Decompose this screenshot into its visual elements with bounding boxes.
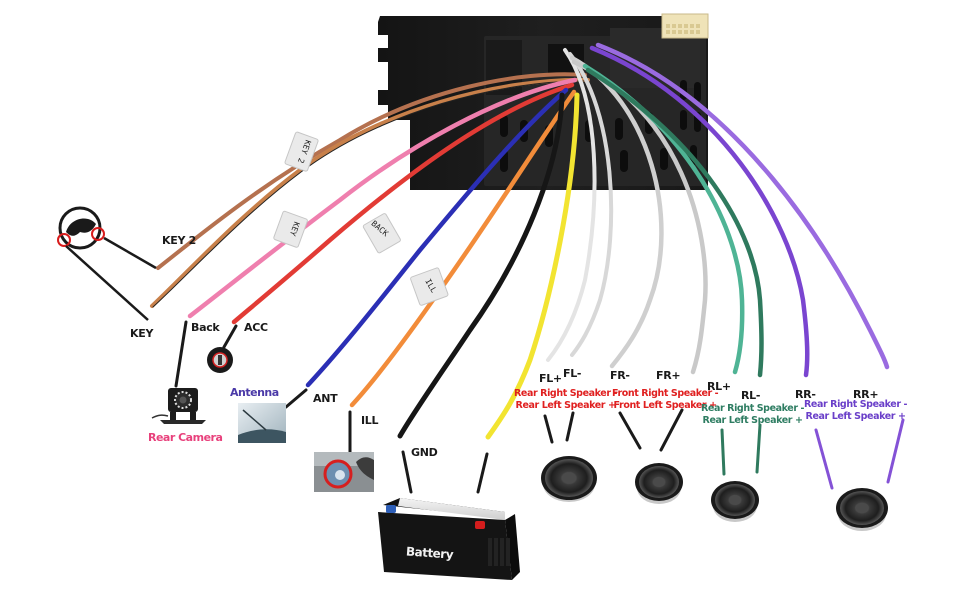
label-rl-minus: RL- — [741, 389, 761, 402]
wires — [150, 42, 890, 440]
speaker-icon — [836, 488, 888, 531]
speaker-desc-rr-line2: Rear Left Speaker + — [805, 411, 906, 422]
rear-camera-icon — [151, 388, 206, 424]
iso-connector — [661, 13, 709, 39]
sleeve-key2: KEY 2 — [284, 131, 319, 172]
wire-acc — [231, 82, 575, 325]
label-fl-plus: FL+ — [539, 372, 562, 385]
label-acc: ACC — [244, 321, 268, 334]
wire-gnd — [397, 92, 565, 439]
speaker-desc-fr: Front Right Speaker - Front Left Speaker… — [612, 388, 719, 412]
label-fl-minus: FL- — [563, 367, 582, 380]
wire-rl-minus — [585, 67, 764, 378]
label-gnd: GND — [411, 446, 438, 459]
sleeve-tags: KEY 2 KEY BACK ILL — [273, 131, 449, 306]
sleeve-ill: ILL — [410, 267, 449, 306]
speaker-icon — [541, 456, 597, 502]
wire-key2 — [156, 72, 587, 270]
antenna-image — [238, 403, 286, 443]
speaker-desc-fl: Rear Right Speaker - Rear Left Speaker + — [514, 388, 617, 412]
wire-fl-plus — [546, 48, 597, 362]
label-fr-minus: FR- — [610, 369, 630, 382]
label-key2: KEY 2 — [162, 234, 196, 247]
label-ant: ANT — [313, 392, 338, 405]
speaker-desc-fr-line1: Front Right Speaker - — [612, 388, 719, 399]
speaker-desc-fl-line2: Rear Left Speaker + — [515, 400, 616, 411]
steering-wheel-icon — [57, 206, 157, 321]
wire-ant — [305, 87, 569, 388]
speaker-desc-rr: Rear Right Speaker - Rear Left Speaker + — [804, 399, 907, 423]
wire-fl-minus — [568, 52, 614, 357]
wire-fr-minus — [569, 55, 664, 369]
label-back: Back — [191, 321, 220, 334]
speaker-desc-rr-line1: Rear Right Speaker - — [804, 399, 908, 410]
speaker-desc-rl-line1: Rear Right Speaker - — [701, 403, 805, 414]
label-fr-plus: FR+ — [656, 369, 681, 382]
speaker-icon — [711, 481, 759, 522]
wire-back — [187, 77, 578, 319]
label-key: KEY — [130, 327, 154, 340]
label-rr-plus: RR+ — [853, 388, 879, 401]
speaker-desc-rl: Rear Right Speaker - Rear Left Speaker + — [701, 403, 804, 427]
wire-ill — [349, 89, 577, 408]
speaker-desc-rl-line2: Rear Left Speaker + — [702, 415, 803, 426]
label-ill: ILL — [361, 414, 379, 427]
sleeve-key: KEY — [273, 210, 308, 248]
speaker-desc-fl-line1: Rear Right Speaker - — [514, 388, 618, 399]
speaker-desc-fr-line2: Front Left Speaker + — [613, 400, 718, 411]
ignition-key-icon — [207, 347, 233, 373]
leader-lines-purple — [814, 418, 905, 490]
label-rl-plus: RL+ — [707, 380, 731, 393]
leader-lines — [174, 320, 684, 494]
leader-lines-green — [720, 423, 762, 476]
wire-rr-minus — [589, 45, 810, 378]
rear-camera-label: Rear Camera — [148, 431, 223, 444]
wire-batt — [485, 92, 580, 440]
speaker-icon — [635, 463, 683, 504]
wire-rr-plus — [595, 42, 890, 370]
sleeve-back: BACK — [362, 213, 401, 254]
label-rr-minus: RR- — [795, 388, 816, 401]
battery-icon — [378, 498, 520, 580]
headlight-image — [314, 452, 374, 492]
antenna-label: Antenna — [230, 386, 279, 399]
